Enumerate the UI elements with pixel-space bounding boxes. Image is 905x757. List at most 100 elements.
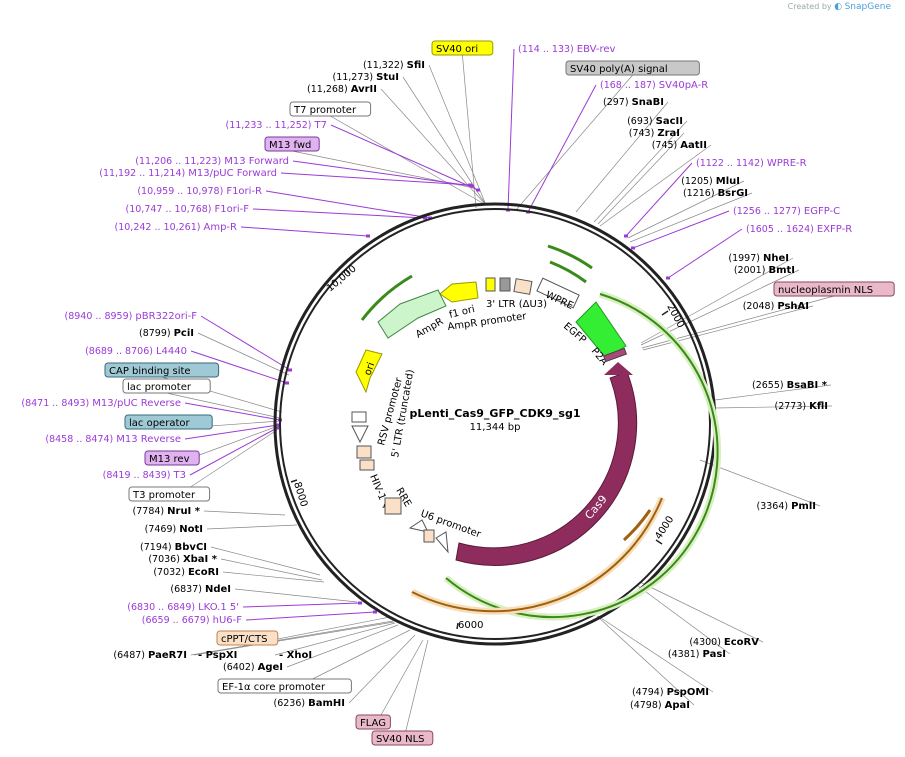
u6-arrow-b	[435, 531, 449, 554]
primer-text: (6659 .. 6679) hU6-F	[142, 615, 243, 626]
primer-text: (168 .. 187) SV40pA-R	[600, 80, 708, 91]
feature-text: T7 promoter	[293, 105, 357, 116]
ori-label: ori	[362, 361, 377, 377]
feature-text: lac operator	[129, 418, 190, 429]
enzyme-text: (7194) BbvCI	[140, 542, 207, 553]
u6-feature	[423, 529, 435, 543]
label-avrii: (11,268) AvrII	[307, 84, 377, 95]
primer-text: (1122 .. 1142) WPRE-R	[696, 158, 807, 169]
label-lac-promoter: lac promoter	[122, 378, 211, 394]
label-sv40pa-r: (168 .. 187) SV40pA-R	[600, 80, 708, 91]
orf-arc-top1	[549, 260, 587, 284]
orf-arc-orange-line	[411, 497, 663, 613]
label-bmti: (2001) BmtI	[734, 265, 795, 276]
label-egfp-c: (1256 .. 1277) EGFP-C	[733, 206, 840, 217]
feature-box	[104, 362, 220, 378]
enzyme-text: (11,268) AvrII	[307, 84, 377, 95]
rre-feature	[384, 497, 402, 515]
enzyme-text: (6837) NdeI	[170, 584, 231, 595]
label-aatii: (745) AatII	[652, 140, 707, 151]
feature-box	[264, 136, 320, 152]
label-ndei: (6837) NdeI	[170, 584, 231, 595]
primer-text: (8940 .. 8959) pBR322ori-F	[65, 311, 198, 322]
label-t7: (11,233 .. 11,252) T7	[226, 120, 327, 131]
enzyme-text: - XhoI	[279, 650, 312, 661]
primer-text: (10,242 .. 10,261) Amp-R	[115, 222, 238, 233]
label-lko-1-5-: (6830 .. 6849) LKO.1 5'	[127, 602, 239, 613]
enzyme-text: (11,322) SfiI	[363, 60, 425, 71]
feature-text: T3 promoter	[132, 490, 196, 501]
label-nrui-: (7784) NruI *	[133, 506, 201, 517]
label-wpre-r: (1122 .. 1142) WPRE-R	[696, 158, 807, 169]
enzyme-text: (11,273) StuI	[332, 72, 399, 83]
ltr3-label: 3' LTR (ΔU3)	[486, 299, 547, 310]
feature-box	[565, 60, 700, 76]
backbone-inner	[279, 208, 711, 640]
feature-box	[289, 101, 372, 117]
label-sfii: (11,322) SfiI	[363, 60, 425, 71]
plasmid-name: pLenti_Cas9_GFP_CDK9_sg1	[410, 407, 581, 420]
label-mlui: (1205) MluI	[681, 176, 740, 187]
label-f1ori-f: (10,747 .. 10,768) F1ori-F	[126, 204, 250, 215]
snapgene-credit: Created by ◐ SnapGene	[788, 2, 891, 12]
enzyme-text: (6402) AgeI	[223, 662, 283, 673]
enzyme-text: (2655) BsaBI *	[752, 380, 828, 391]
ltr3-box-a	[485, 277, 496, 292]
enzyme-text: (4798) ApaI	[630, 700, 690, 711]
orf-arc-small	[622, 509, 652, 542]
label-zrai: (743) ZraI	[629, 128, 680, 139]
u6-arrow	[408, 519, 429, 533]
label-m13-rev: M13 rev	[144, 450, 200, 466]
p2a-feature	[602, 347, 628, 363]
enzyme-text: (297) SnaBI	[603, 97, 664, 108]
label-t7-promoter: T7 promoter	[289, 101, 372, 117]
label-nhei: (1997) NheI	[728, 253, 789, 264]
enzyme-text: (7036) XbaI *	[148, 554, 217, 565]
ltr3-box-c	[513, 278, 533, 295]
ltr5-feature-b	[359, 459, 375, 471]
enzyme-text: (1216) BsrGI	[683, 188, 748, 199]
feature-box	[144, 450, 200, 466]
primer-text: (10,747 .. 10,768) F1ori-F	[126, 204, 250, 215]
enzyme-text: (4794) PspOMI	[632, 687, 709, 698]
label-m13-puc-reverse: (8471 .. 8493) M13/pUC Reverse	[21, 398, 181, 409]
label-t3-promoter: T3 promoter	[128, 486, 211, 502]
rsv-arrow	[351, 425, 369, 444]
label--pspxi: - PspXI	[198, 650, 237, 661]
ltr3-box-b	[499, 277, 511, 292]
label-pcii: (8799) PciI	[139, 328, 194, 339]
tick-4000: 4000	[653, 514, 676, 541]
ampr-label: AmpR	[414, 316, 445, 340]
label-ecorv: (4300) EcoRV	[689, 637, 759, 648]
label-pspomi: (4794) PspOMI	[632, 687, 709, 698]
primer-text: (11,233 .. 11,252) T7	[226, 120, 327, 131]
orf-arc-top2	[547, 244, 593, 270]
enzyme-text: (6487) PaeR7I	[113, 650, 187, 661]
feature-box	[122, 378, 211, 394]
label-ecori: (7032) EcoRI	[153, 567, 219, 578]
feature-box	[217, 678, 352, 694]
primer-text: (8458 .. 8474) M13 Reverse	[45, 434, 181, 445]
label-m13-puc-forward: (11,192 .. 11,214) M13/pUC Forward	[99, 168, 277, 179]
label-ef-1-core-promoter: EF-1α core promoter	[217, 678, 352, 694]
label-bsrgi: (1216) BsrGI	[683, 188, 748, 199]
label-t3: (8419 .. 8439) T3	[103, 470, 186, 481]
primer-text: (10,959 .. 10,978) F1ori-R	[137, 186, 262, 197]
primer-text: (8471 .. 8493) M13/pUC Reverse	[21, 398, 181, 409]
label-f1ori-r: (10,959 .. 10,978) F1ori-R	[137, 186, 262, 197]
label-ebv-rev: (114 .. 133) EBV-rev	[518, 44, 616, 55]
tick-marks	[290, 269, 669, 630]
wpre-feature	[536, 277, 580, 309]
feature-text: lac promoter	[127, 382, 192, 393]
label-m13-forward: (11,206 .. 11,223) M13 Forward	[135, 156, 289, 167]
label-lac-operator: lac operator	[124, 414, 213, 430]
feature-text: cPPT/CTS	[221, 634, 267, 645]
label-kfli: (2773) KflI	[775, 401, 829, 412]
ampr-feature	[377, 289, 447, 339]
primer-text: (1605 .. 1624) EXFP-R	[746, 224, 852, 235]
label-noti: (7469) NotI	[145, 524, 203, 535]
feature-box	[773, 281, 895, 297]
enzyme-text: (7784) NruI *	[133, 506, 201, 517]
